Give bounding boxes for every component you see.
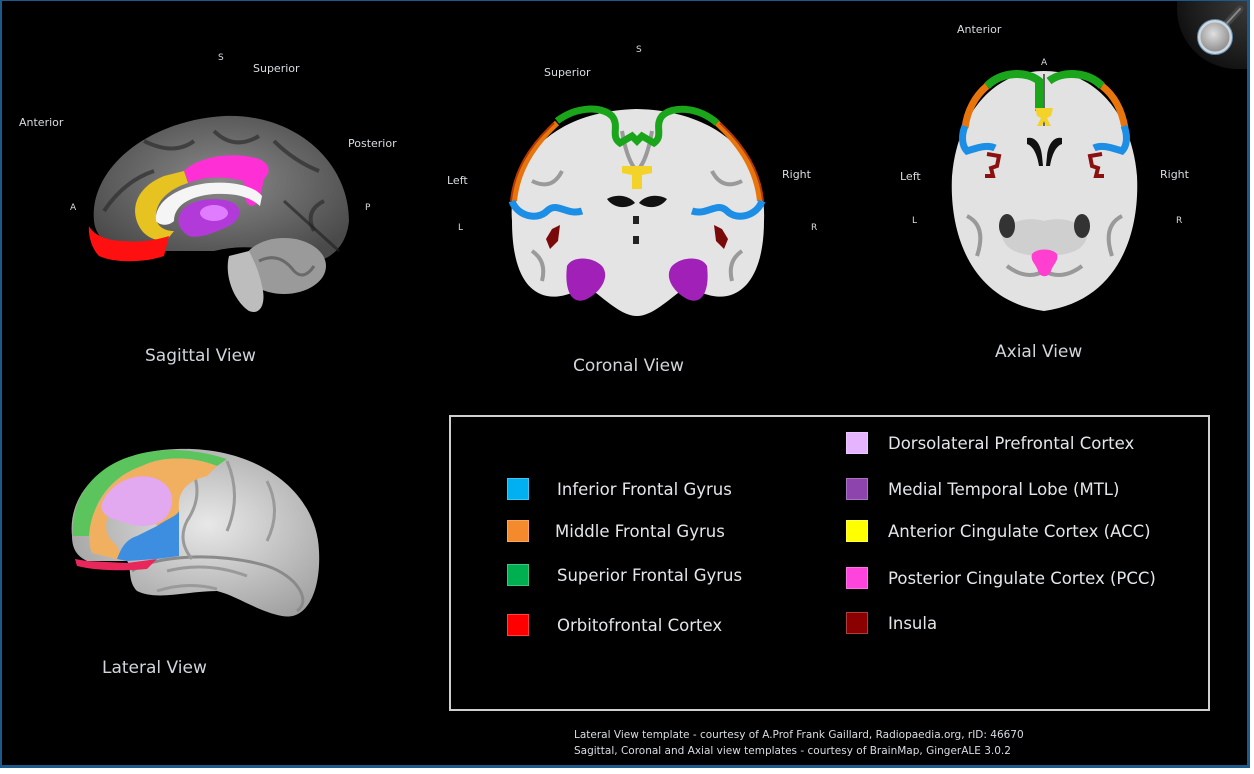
sagittal-label-a: A [70, 203, 77, 213]
sagittal-label-p: P [365, 203, 371, 213]
legend-swatch [507, 564, 529, 586]
axial-label-right: Right [1160, 168, 1189, 181]
axial-label-anterior: Anterior [957, 23, 1002, 36]
legend-swatch [507, 520, 529, 542]
legend-item-middle-frontal-gyrus: Middle Frontal Gyrus [507, 520, 725, 542]
zoom-button[interactable] [1177, 1, 1247, 69]
sagittal-label-s: S [218, 53, 224, 63]
legend-label: Medial Temporal Lobe (MTL) [888, 479, 1120, 499]
legend-swatch [507, 614, 529, 636]
legend-label: Posterior Cingulate Cortex (PCC) [888, 568, 1156, 588]
axial-label-l: L [912, 216, 918, 226]
sagittal-label-superior: Superior [253, 62, 300, 75]
legend-item-dlpfc: Dorsolateral Prefrontal Cortex [846, 432, 1134, 454]
coronal-label-left: Left [447, 174, 468, 187]
legend-swatch [507, 478, 529, 500]
coronal-label-s: S [636, 45, 642, 55]
legend-item-acc: Anterior Cingulate Cortex (ACC) [846, 520, 1151, 542]
axial-label-r: R [1176, 216, 1183, 226]
legend-label: Superior Frontal Gyrus [557, 565, 743, 585]
legend-item-pcc: Posterior Cingulate Cortex (PCC) [846, 567, 1156, 589]
axial-label-left: Left [900, 170, 921, 183]
legend-label: Inferior Frontal Gyrus [557, 479, 732, 499]
legend-box: Inferior Frontal Gyrus Middle Frontal Gy… [449, 415, 1210, 711]
legend-item-superior-frontal-gyrus: Superior Frontal Gyrus [507, 564, 742, 586]
coronal-label-superior: Superior [544, 66, 591, 79]
legend-swatch [846, 478, 868, 500]
legend-label: Dorsolateral Prefrontal Cortex [888, 433, 1135, 453]
magnifier-icon [1197, 5, 1244, 55]
legend-swatch [846, 432, 868, 454]
axial-label-a: A [1041, 58, 1048, 68]
legend-label: Insula [888, 613, 938, 633]
lateral-brain-image [71, 448, 320, 617]
axial-view-caption: Axial View [995, 342, 1083, 362]
image-credits: Lateral View template - courtesy of A.Pr… [574, 727, 1024, 759]
axial-brain-image [951, 70, 1138, 311]
legend-item-insula: Insula [846, 612, 937, 634]
lateral-view-caption: Lateral View [102, 658, 207, 678]
sagittal-label-posterior: Posterior [348, 137, 397, 150]
legend-label: Anterior Cingulate Cortex (ACC) [888, 521, 1151, 541]
legend-swatch [846, 612, 868, 634]
legend-item-mtl: Medial Temporal Lobe (MTL) [846, 478, 1119, 500]
coronal-view-caption: Coronal View [573, 356, 684, 376]
coronal-brain-image [508, 105, 766, 316]
sagittal-view-caption: Sagittal View [145, 346, 256, 366]
legend-item-orbitofrontal-cortex: Orbitofrontal Cortex [507, 614, 722, 636]
credits-line-2: Sagittal, Coronal and Axial view templat… [574, 745, 1011, 757]
coronal-label-l: L [458, 223, 464, 233]
sagittal-label-anterior: Anterior [19, 116, 64, 129]
legend-item-inferior-frontal-gyrus: Inferior Frontal Gyrus [507, 478, 732, 500]
legend-swatch [846, 520, 868, 542]
coronal-label-r: R [811, 223, 818, 233]
sagittal-brain-image [88, 115, 349, 312]
legend-swatch [846, 567, 868, 589]
legend-label: Middle Frontal Gyrus [555, 521, 725, 541]
credits-line-1: Lateral View template - courtesy of A.Pr… [574, 729, 1024, 741]
legend-label: Orbitofrontal Cortex [557, 615, 723, 635]
coronal-label-right: Right [782, 168, 811, 181]
